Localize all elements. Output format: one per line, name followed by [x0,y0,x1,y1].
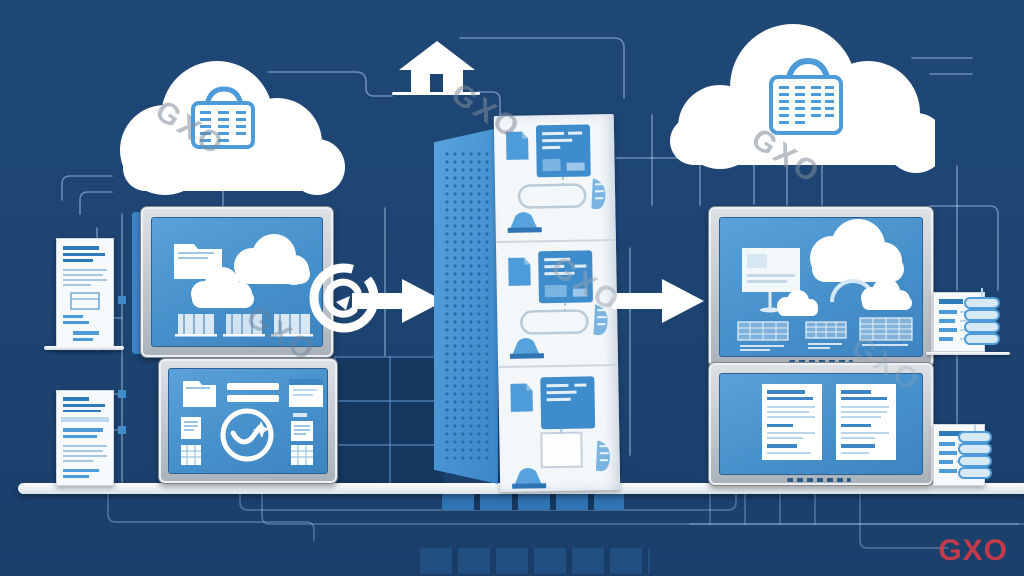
monitor-left-bottom [158,358,338,484]
server-front [493,113,621,493]
screen-right-bottom [719,373,923,475]
tile-wall [334,356,444,484]
screen-right-top [719,217,923,357]
screen-left-bottom [168,368,328,474]
connector-node [118,426,126,434]
screen-clouds [810,219,904,282]
home-icon [399,41,475,92]
server-unit-1 [506,124,606,233]
database-stack-icon [964,288,1000,345]
monitor-right-bottom [708,362,934,486]
database-stack-icon [958,424,992,479]
tile-row-base [442,490,624,510]
screen-left-top [151,217,323,347]
data-blocks [175,314,313,337]
window-card [289,379,323,407]
arrow-server-to-right [612,279,704,323]
gxo-logo: GXO [938,534,1008,567]
cloud-right [670,24,935,173]
briefcase-data-icon-large [769,57,843,135]
small-clouds [777,278,912,316]
connector-node [118,296,126,304]
document-card [836,384,896,460]
sync-badge-icon [220,408,274,462]
connector-node [118,390,126,398]
folder-icon [183,381,216,407]
bar [227,395,279,402]
mini-doc-column-right [291,413,313,465]
monitor-left-top [140,206,334,358]
server-side-panel [434,128,498,484]
server-unit-2 [508,250,608,359]
data-tables [737,317,913,351]
document-card [762,384,822,460]
server-unit-3 [510,376,610,489]
side-document-left-1 [56,238,114,348]
side-document-left-2 [56,390,114,486]
arrow-left-to-server [352,279,444,323]
home-base-line [392,92,480,95]
screen-clouds [191,234,310,308]
cloud-left [120,61,345,195]
tile-row-reflection [420,548,650,574]
panel-on-stand [742,248,800,313]
left-shelf [44,346,124,350]
bezel-label [787,478,851,482]
folder-icon [174,244,222,279]
monitor-right-top [708,206,934,368]
bar [227,383,279,390]
briefcase-data-icon [191,86,255,149]
mini-doc-column-left [181,417,201,465]
right-shelf [926,352,1010,355]
vent-dots [443,150,489,462]
